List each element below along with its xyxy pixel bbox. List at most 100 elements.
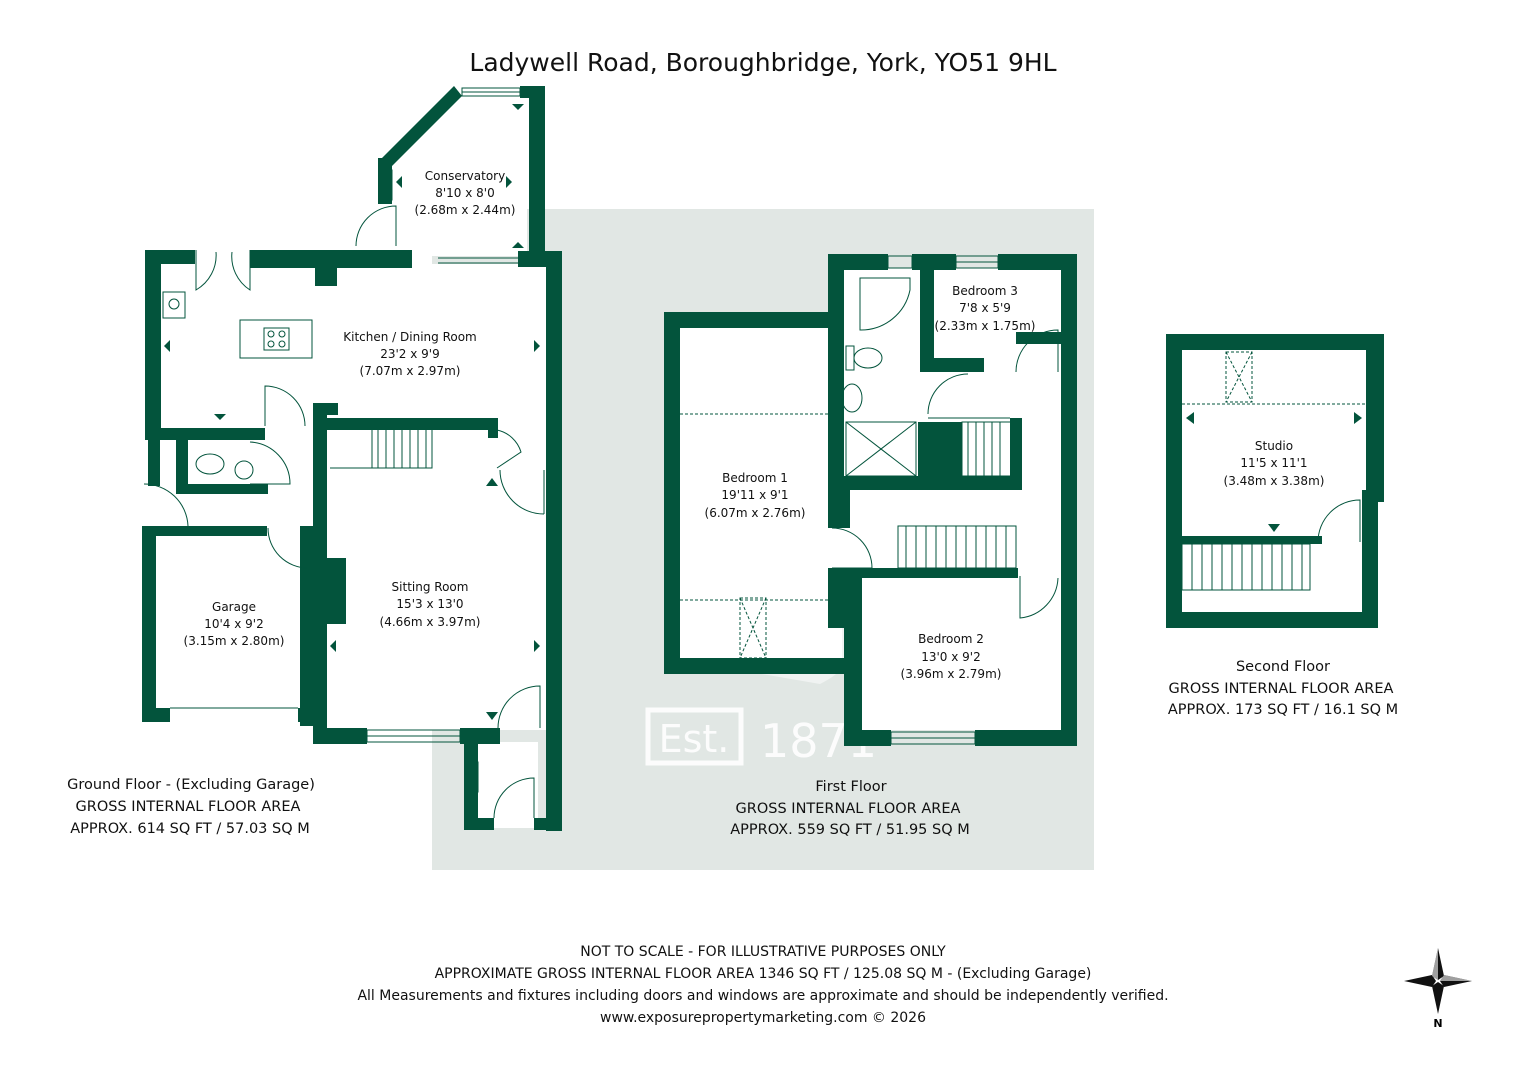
wall — [1166, 612, 1378, 628]
floor-area: APPROX. 173 SQ FT / 16.1 SQ M — [1168, 702, 1398, 718]
floor-gia: GROSS INTERNAL FLOOR AREA — [1169, 681, 1394, 697]
wall — [862, 568, 1018, 578]
wall — [315, 264, 337, 286]
sink — [162, 291, 186, 319]
wall — [148, 440, 160, 486]
shower-enclosure — [859, 277, 911, 331]
door-swing — [497, 685, 541, 729]
wall — [828, 254, 844, 528]
second-floor-caption: Second Floor GROSS INTERNAL FLOOR AREA A… — [1168, 659, 1398, 718]
room-name: Bedroom 2 — [918, 632, 984, 646]
room-name: Sitting Room — [392, 580, 469, 594]
wall — [844, 488, 850, 528]
wall — [380, 86, 462, 168]
watermark-est-box — [645, 707, 744, 766]
wall — [300, 526, 313, 726]
room-name: Bedroom 3 — [952, 284, 1018, 298]
door-swing — [355, 205, 397, 247]
second-floor-plan: Studio 11'5 x 11'1 (3.48m x 3.38m) — [1166, 334, 1384, 628]
wall — [975, 730, 1077, 746]
wall — [664, 312, 844, 328]
hob — [263, 327, 290, 351]
porch-floor — [478, 742, 538, 828]
wall — [1166, 334, 1384, 350]
compass-rose-icon: N — [1404, 948, 1472, 1030]
wall — [313, 403, 338, 415]
wall — [664, 312, 680, 674]
door-swing — [1015, 329, 1059, 373]
footer-link[interactable]: www.exposurepropertymarketing.com © 2026 — [600, 1010, 926, 1026]
first-floor-caption: First Floor GROSS INTERNAL FLOOR AREA AP… — [730, 779, 970, 838]
wall — [1010, 418, 1022, 490]
wall — [142, 526, 267, 536]
wall — [844, 568, 862, 746]
compass-north-label: N — [1433, 1017, 1442, 1030]
room-imperial: 23'2 x 9'9 — [380, 347, 440, 361]
kitchen-island — [239, 319, 313, 359]
door-swing — [1317, 499, 1361, 543]
staircase — [897, 525, 1017, 569]
wall — [488, 418, 498, 438]
wc-basin — [234, 460, 254, 480]
door-swing — [231, 250, 251, 291]
wall — [546, 251, 562, 831]
window — [887, 255, 913, 269]
room-metric: (3.48m x 3.38m) — [1224, 474, 1325, 488]
wall — [534, 818, 562, 830]
floor-area: APPROX. 559 SQ FT / 51.95 SQ M — [730, 822, 970, 838]
wall — [142, 708, 170, 722]
room-metric: (4.66m x 3.97m) — [380, 615, 481, 629]
staircase — [1181, 543, 1311, 591]
wall — [464, 818, 494, 830]
room-imperial: 11'5 x 11'1 — [1240, 456, 1307, 470]
wall — [145, 250, 161, 430]
door-swing — [496, 429, 522, 469]
staircase — [961, 421, 1013, 477]
door-swing — [1019, 576, 1059, 619]
wall — [844, 476, 1020, 490]
door-swing — [499, 469, 545, 515]
floor-gia: GROSS INTERNAL FLOOR AREA — [76, 799, 301, 815]
door-swing — [249, 441, 291, 485]
shower-tray — [845, 421, 917, 477]
door-swing — [267, 527, 309, 569]
room-metric: (2.68m x 2.44m) — [415, 203, 516, 217]
floor-area: APPROX. 614 SQ FT / 57.03 SQ M — [70, 821, 310, 837]
wall — [1366, 334, 1384, 502]
kitchen-floor — [158, 264, 548, 432]
door-swing — [927, 373, 969, 415]
first-floor-plan: Bedroom 1 19'11 x 9'1 (6.07m x 2.76m) Be… — [664, 254, 1077, 746]
studio-floor — [1182, 350, 1366, 612]
wall — [176, 484, 268, 494]
wall — [920, 358, 984, 372]
floor-label: First Floor — [815, 779, 886, 795]
wall — [529, 86, 545, 256]
wall — [326, 558, 346, 624]
watermark-est: Est. — [659, 717, 730, 761]
room-imperial: 8'10 x 8'0 — [435, 186, 495, 200]
wall — [1061, 254, 1077, 746]
wall — [313, 728, 367, 744]
first-floor-floor — [680, 268, 1061, 730]
room-metric: (3.96m x 2.79m) — [901, 667, 1002, 681]
door-swing — [143, 483, 189, 527]
wall — [1016, 332, 1062, 344]
door-swing — [493, 777, 535, 819]
room-metric: (2.33m x 1.75m) — [935, 319, 1036, 333]
sitting-floor — [326, 468, 548, 730]
floor-gia: GROSS INTERNAL FLOOR AREA — [736, 801, 961, 817]
wall — [145, 428, 265, 440]
room-name: Garage — [212, 600, 256, 614]
wall — [250, 250, 412, 268]
wall — [176, 440, 188, 486]
ground-floor-plan: Conservatory 8'10 x 8'0 (2.68m x 2.44m) … — [142, 86, 562, 831]
wc-floor — [187, 444, 267, 484]
wall — [920, 262, 934, 370]
room-metric: (7.07m x 2.97m) — [360, 364, 461, 378]
skylight — [1225, 351, 1253, 403]
footer-line: APPROXIMATE GROSS INTERNAL FLOOR AREA 13… — [435, 966, 1092, 982]
room-imperial: 15'3 x 13'0 — [396, 597, 463, 611]
garage-floor — [155, 528, 310, 710]
skylight — [739, 597, 767, 659]
